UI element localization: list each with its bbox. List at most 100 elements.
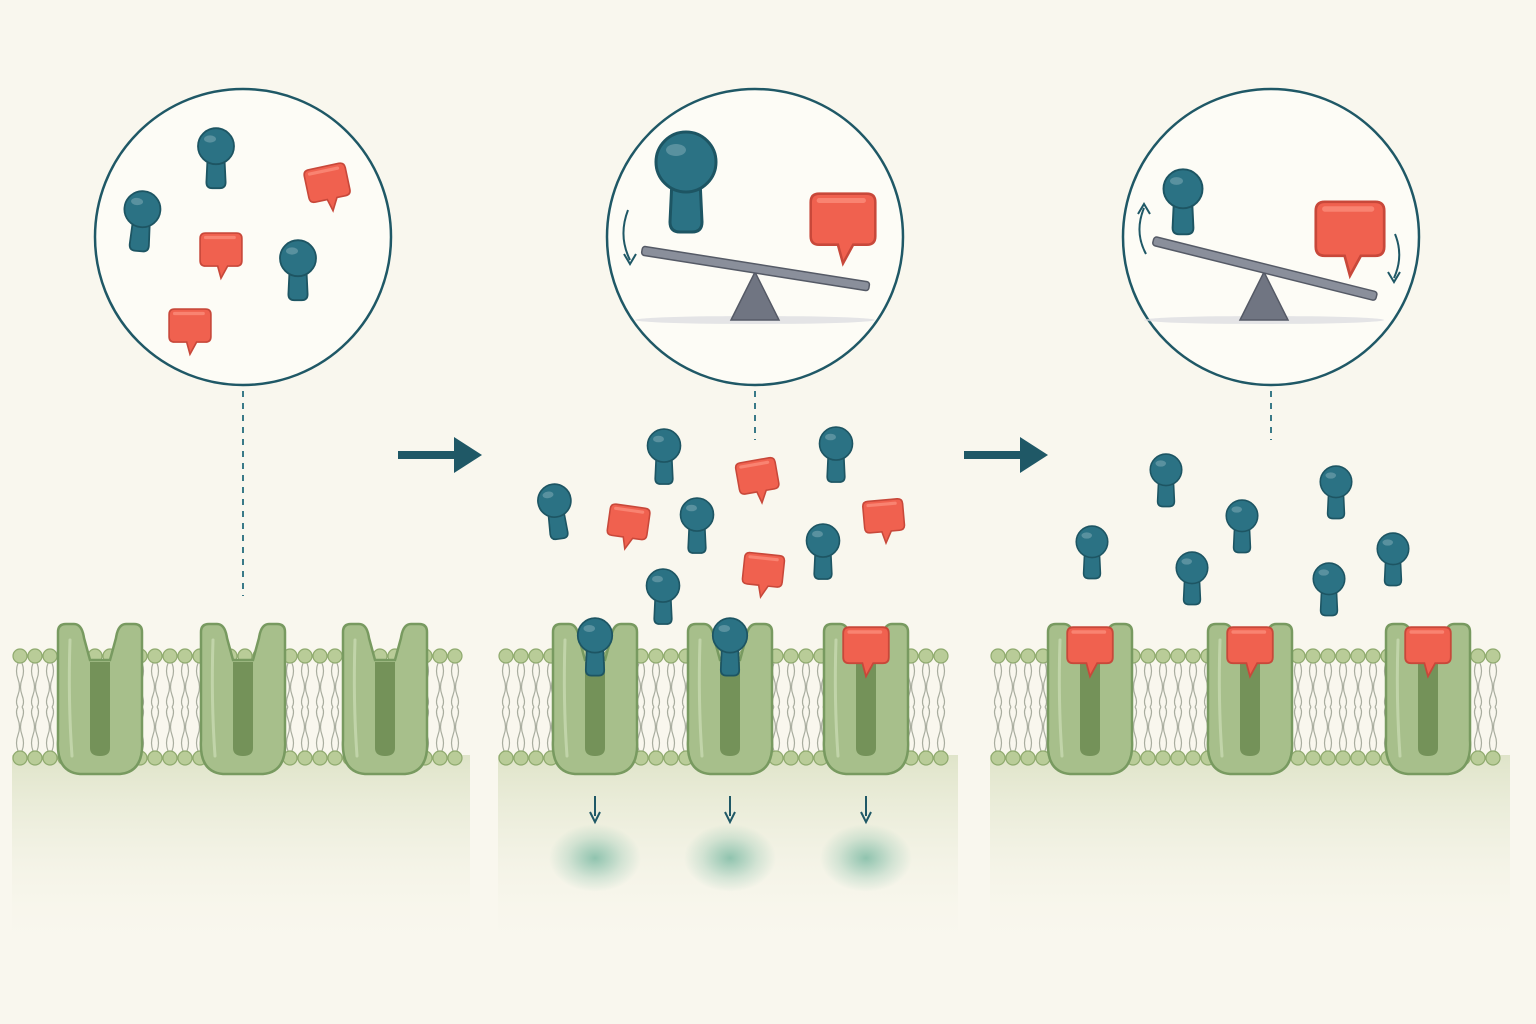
arrow-shaft [964, 451, 1024, 459]
receptor-highlight [1395, 638, 1402, 758]
receptor-highlight [697, 638, 704, 758]
lipid [1155, 648, 1171, 766]
receptor-empty [341, 622, 429, 776]
receptor-channel [375, 662, 395, 756]
receptor-channel [1080, 662, 1100, 756]
lipid [1470, 648, 1486, 766]
receptor-agonist [549, 617, 641, 892]
seesaw-plank [640, 245, 871, 292]
receptor-antagonist [1384, 622, 1472, 776]
receptor-antagonist [1046, 622, 1134, 776]
antagonist [739, 550, 787, 601]
signal-glow [684, 824, 776, 892]
plank-bar [640, 245, 871, 292]
lipid [27, 648, 43, 766]
antagonist [603, 501, 653, 554]
receptor-highlight [67, 638, 74, 758]
receptor-empty [56, 622, 144, 776]
agonist [1149, 453, 1183, 508]
receptor-highlight [352, 638, 359, 758]
curved-arrow-icon [622, 209, 631, 261]
lipid [1140, 648, 1156, 766]
down-arrow-head [589, 811, 601, 825]
agonist [1319, 465, 1353, 520]
curved-arrow-icon [1393, 233, 1401, 279]
lipid [177, 648, 193, 766]
inset-circle [1121, 87, 1421, 387]
lipid [498, 648, 514, 766]
agonist [1376, 532, 1410, 587]
arrow-shaft [398, 451, 458, 459]
receptor-highlight [1057, 638, 1064, 758]
cytoplasm [990, 755, 1510, 955]
arrow-head [1020, 437, 1048, 473]
receptor-channel [585, 662, 605, 756]
arrow-right-icon [398, 437, 482, 473]
receptor-highlight [562, 638, 569, 758]
receptor-highlight [1217, 638, 1224, 758]
lipid [1350, 648, 1366, 766]
lipid [933, 648, 949, 766]
receptor-channel [90, 662, 110, 756]
agonist [646, 428, 682, 485]
lipid [663, 648, 679, 766]
agonist [645, 568, 681, 625]
lipid [1005, 648, 1021, 766]
agonist [805, 523, 841, 580]
curved-arrow-head [1387, 271, 1401, 284]
fulcrum-icon [729, 270, 781, 321]
seesaw-antagonist-heavy [1137, 168, 1401, 324]
lipid [1365, 648, 1381, 766]
agonist [679, 497, 715, 554]
seesaw-plank [1152, 236, 1378, 301]
receptor-channel [233, 662, 253, 756]
curved-arrow-head [623, 253, 637, 266]
lipid [1185, 648, 1201, 766]
lipid [648, 648, 664, 766]
lipid [297, 648, 313, 766]
receptor-antagonist [1206, 622, 1294, 776]
agonist [1225, 499, 1259, 554]
agonist [534, 481, 577, 542]
panel-mixed-ligands [12, 87, 470, 955]
panel-antagonist-dominant [990, 87, 1510, 955]
down-arrow-head [860, 811, 872, 825]
curved-arrow-head [1137, 202, 1151, 215]
lipid [798, 648, 814, 766]
agonist [1075, 525, 1109, 580]
lipid [1335, 648, 1351, 766]
signal-glow [820, 824, 912, 892]
lipid [528, 648, 544, 766]
lipid [147, 648, 163, 766]
antagonist [860, 496, 908, 547]
lipid [327, 648, 343, 766]
arrow-right-icon [964, 437, 1048, 473]
receptor-channel [856, 662, 876, 756]
agonist [1312, 562, 1346, 617]
signal-glow [549, 824, 641, 892]
agonist [818, 426, 854, 483]
receptor-empty [199, 622, 287, 776]
inset-circle [93, 87, 393, 387]
receptor-channel [720, 662, 740, 756]
lipid [162, 648, 178, 766]
receptor-agonist [684, 617, 776, 892]
free-ligands-panel-2 [534, 426, 908, 625]
plank-bar [1152, 236, 1378, 301]
lipid [1320, 648, 1336, 766]
receptor-channel [1240, 662, 1260, 756]
lipid [918, 648, 934, 766]
lipid [1020, 648, 1036, 766]
lipid [513, 648, 529, 766]
lipid [312, 648, 328, 766]
antagonist [733, 455, 784, 508]
curved-arrow-icon [1138, 207, 1147, 255]
lipid [1170, 648, 1186, 766]
receptor-highlight [210, 638, 217, 758]
receptor-channel [1418, 662, 1438, 756]
lipid [990, 648, 1006, 766]
free-ligands-panel-3 [1075, 453, 1410, 617]
cytoplasm [12, 755, 470, 955]
lipid [432, 648, 448, 766]
